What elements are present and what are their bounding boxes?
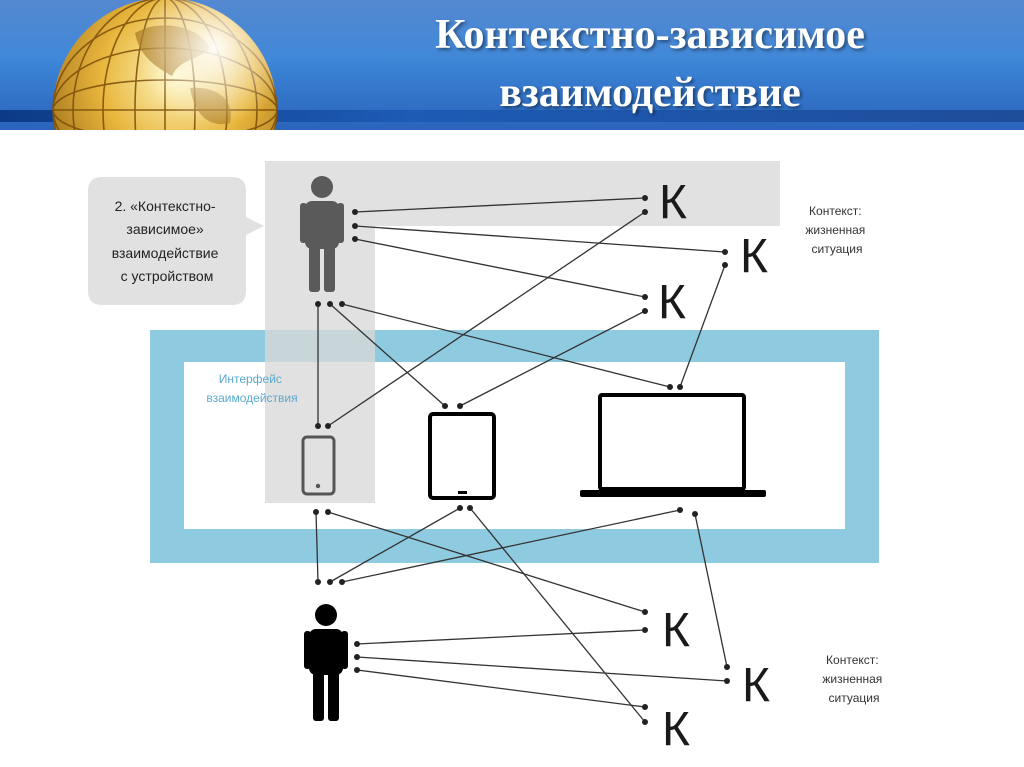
slide-title: Контекстно-зависимое взаимодействие [300, 6, 1000, 122]
interface-label-line: Интерфейс [219, 372, 282, 386]
context-label-line: ситуация [812, 242, 863, 256]
context-letter: К [659, 176, 687, 229]
context-letter: К [658, 276, 686, 329]
context-diagram: 2. «Контекстно- зависимое» взаимодействи… [88, 161, 885, 756]
globe-logo [52, 0, 278, 130]
callout-text: 2. «Контекстно- зависимое» взаимодействи… [112, 198, 223, 284]
callout-line: 2. «Контекстно- [115, 198, 216, 214]
person-top-icon [300, 176, 344, 292]
context-label-line: жизненная [822, 672, 882, 686]
context-letters: К К К К К К [658, 176, 770, 756]
context-letter: К [742, 659, 770, 712]
context-label-line: Контекст: [826, 653, 879, 667]
title-line-2: взаимодействие [499, 70, 801, 116]
context-label-bottom: Контекст: жизненная ситуация [822, 653, 885, 705]
callout-line: взаимодействие [112, 245, 219, 261]
context-letter: К [662, 703, 690, 756]
smartphone-icon [301, 435, 336, 496]
interface-frame [150, 330, 879, 563]
tablet-icon [428, 412, 496, 500]
callout-line: с устройством [121, 268, 214, 284]
callout-bubble: 2. «Контекстно- зависимое» взаимодействи… [88, 177, 264, 305]
context-letter: К [662, 604, 690, 657]
context-label-line: жизненная [805, 223, 865, 237]
context-label-top: Контекст: жизненная ситуация [805, 204, 868, 256]
person-bottom-icon [304, 604, 348, 721]
connection-lines [315, 197, 728, 723]
interface-label: Интерфейс взаимодействия [206, 372, 297, 405]
context-label-line: ситуация [829, 691, 880, 705]
connection-dots [313, 195, 730, 725]
interface-label-line: взаимодействия [206, 391, 297, 405]
title-line-1: Контекстно-зависимое [435, 12, 865, 58]
slide-header: Контекстно-зависимое взаимодействие [0, 0, 1024, 130]
callout-line: зависимое» [126, 221, 203, 237]
laptop-icon [580, 393, 766, 497]
context-letter: К [740, 230, 768, 283]
context-label-line: Контекст: [809, 204, 862, 218]
